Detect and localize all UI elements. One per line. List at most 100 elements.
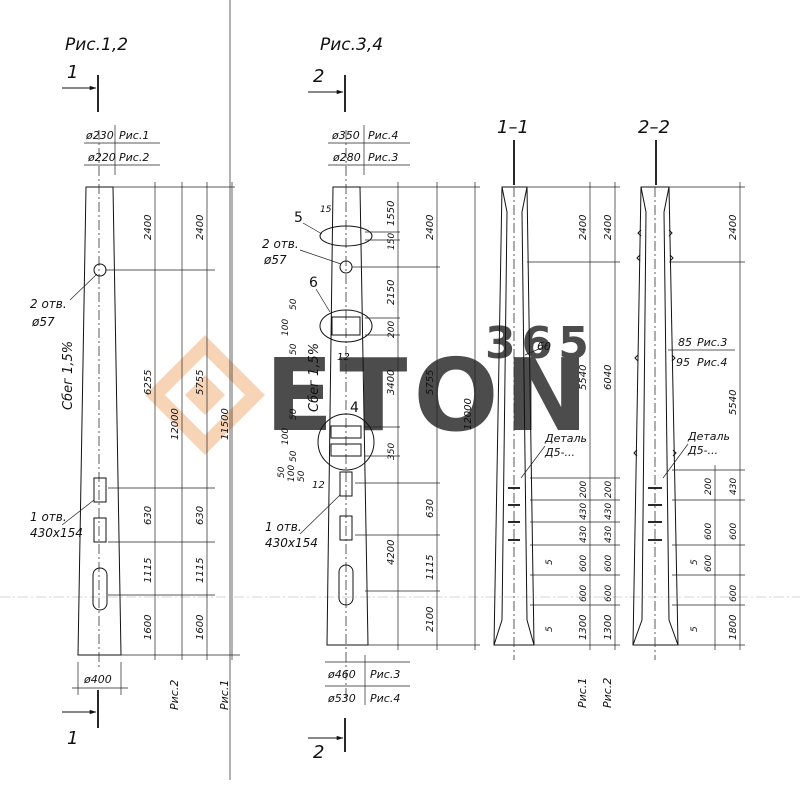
sec11-dim-col2-2: 200 <box>604 481 614 498</box>
sec22-dim-col1-5: 600 <box>704 555 714 572</box>
fig12-title: Рис.1,2 <box>65 35 128 55</box>
fig12-top-dim-2: ø220 <box>87 151 116 164</box>
fig12-slot-label-2: 430x154 <box>30 526 83 540</box>
fig12-dim-lines <box>105 182 240 660</box>
sec22-notches <box>633 229 677 457</box>
fig12-pole-outline <box>77 186 122 656</box>
sec11-dim-col2-7: 1300 <box>603 615 614 640</box>
sec22-dim-lines <box>669 182 745 650</box>
fig34-detail-5-ellipse <box>319 225 373 247</box>
sec11-bottom-chamfer-right <box>526 619 535 646</box>
fig12-dim-col3-2: 630 <box>195 506 206 525</box>
fig12-hole-label-1: 2 отв. <box>30 297 67 311</box>
fig34-detail-4-band-2 <box>330 443 362 457</box>
fig34-small-dim-2: 100 <box>281 319 291 336</box>
fig34-bottom-dim-2: ø530 <box>327 692 356 705</box>
fig34-dim-col1: 1550 150 2150 200 3400 350 630 4200 2100 <box>386 201 436 632</box>
fig12-hole-leader <box>69 273 98 301</box>
fig34-taper-label: Сбег 1,5% <box>307 343 322 412</box>
sec11-dim-col1-6: 600 <box>579 585 589 602</box>
fig34-small-dim-9: 100 <box>287 465 297 482</box>
sec22-rebar-marks <box>648 487 662 541</box>
fig34-hole-label-2: ø57 <box>263 253 287 267</box>
fig12-dim-col1-2: 630 <box>143 506 154 525</box>
fig34-small-dim-3: 50 <box>289 343 299 355</box>
fig34-small-dim-6: 100 <box>281 428 291 445</box>
fig12-bottom-dim: ø400 <box>83 673 112 686</box>
fig34-bottom-dim-1-ref: Рис.3 <box>370 668 400 681</box>
fig34-callout-5-leader <box>302 222 323 235</box>
sec22-detail-label-2: Д5-... <box>687 444 718 457</box>
sec11-rebar-marks <box>508 487 520 541</box>
fig34-dim-col1-8: 2100 <box>425 607 436 632</box>
fig34-slot-lower <box>339 515 353 541</box>
fig12-dim-col1-3: 1115 <box>143 558 154 583</box>
fig34-oval-slot <box>338 564 354 606</box>
sec11-dim-col1-2: 200 <box>579 481 589 498</box>
sec22-detail-leader <box>662 443 689 479</box>
sec11-bottom-chamfer-left <box>493 619 503 646</box>
fig12-dim-col2-0: 12000 <box>170 408 181 440</box>
fig34-title: Рис.3,4 <box>320 35 383 55</box>
fig12-slot-leader <box>61 499 95 526</box>
sec11-dim-col1-0: 2400 <box>578 215 589 240</box>
fig34-slot-label-1: 1 отв. <box>265 520 302 534</box>
fig34-small-dims: 15 50 100 50 12 50 100 50 50 100 50 12 <box>277 205 350 491</box>
sec11-inner-left <box>501 211 508 621</box>
fig12-dim-col3-1: 5755 <box>195 370 206 395</box>
sec11-inner-right <box>521 211 528 621</box>
fig12-slot-label-1: 1 отв. <box>30 510 67 524</box>
section-2-2: 2–2 85 Рис.3 95 Рис.4 Деталь Д5-... 5 <box>632 117 745 660</box>
sec11-dim-col2-1: 6040 <box>603 365 614 390</box>
fig34-detail-6-ellipse <box>319 309 373 343</box>
fig34-dim-col3-0: 12000 <box>463 398 474 430</box>
sec22-dim-col1-2: 200 <box>704 478 714 495</box>
fig34-small-dim-11: 12 <box>312 480 325 491</box>
sec11-dim-col2-5: 600 <box>604 555 614 572</box>
fig12-oval-slot <box>92 567 108 611</box>
fig12-top-dim-1-ref: Рис.1 <box>119 129 149 142</box>
sec11-wall-dim-leader <box>524 344 549 356</box>
watermark-number: 365 <box>485 318 595 369</box>
sec11-col-ref-1: Рис.2 <box>601 678 614 708</box>
fig12-hole-circle <box>93 263 107 277</box>
sec11-dim-col2: 2400 6040 200 430 430 600 600 1300 <box>603 215 614 640</box>
fig34-dim-col1-6: 630 <box>425 499 436 518</box>
sec11-detail-leader <box>520 445 546 479</box>
sec22-wall-dim-1-ref: Рис.3 <box>697 336 727 349</box>
fig12-dim-col3-3: 1115 <box>195 558 206 583</box>
fig12-section-mark-top: 1 <box>67 62 78 83</box>
fig34-dim-col2: 2400 5755 1115 <box>425 215 436 580</box>
fig12-dim-col4-0: 11500 <box>220 408 231 440</box>
fig34-dim-col1-5: 350 <box>387 443 397 460</box>
fig34-small-dim-1: 50 <box>289 298 299 310</box>
sec11-small-dim-0: 5 <box>545 559 555 565</box>
fig12-dim-col3-4: 1600 <box>195 615 206 640</box>
fig34-bottom-dim-2-ref: Рис.4 <box>370 692 400 705</box>
sec22-dim-col1-3: 430 <box>729 478 739 495</box>
fig34-callout-6: 6 <box>309 275 318 291</box>
sec11-detail-label-1: Деталь <box>544 432 587 445</box>
fig34-small-dim-10: 50 <box>297 470 307 482</box>
sec22-wall-dim-2-ref: Рис.4 <box>697 356 727 369</box>
section-1-1: 1–1 60 Деталь Д5-... 5 5 <box>493 117 620 708</box>
fig12-col-ref-0: Рис.2 <box>168 680 181 710</box>
fig34-detail-4-band-1 <box>330 425 362 439</box>
sec11-dim-lines <box>527 182 620 650</box>
sec22-dim-col1-1: 5540 <box>728 390 739 415</box>
sec22-small-dim-0: 5 <box>690 559 700 565</box>
fig12-hole-label-2: ø57 <box>31 315 55 329</box>
sec22-bottom-chamfer-right <box>668 619 679 646</box>
sec11-top-chamfer-left <box>501 186 508 213</box>
figure-1-2: Рис.1,2 1 1 ø230 Рис.1 ø220 Рис.2 2 отв.… <box>30 35 240 749</box>
sec22-inner-right <box>663 211 670 621</box>
fig34-callout-5: 5 <box>294 210 303 226</box>
sec22-detail-label-1: Деталь <box>687 430 730 443</box>
fig34-dim-col1-4: 3400 <box>386 370 397 395</box>
fig34-small-dim-0: 15 <box>320 205 332 215</box>
fig34-dim-col1-7: 4200 <box>386 540 397 565</box>
sec22-dim-col1-5b: 600 <box>729 585 739 602</box>
sec22-wall-dim-2: 95 <box>676 356 690 369</box>
fig34-dim-col1-3: 200 <box>387 321 397 338</box>
fig34-slot-label-2: 430x154 <box>265 536 318 550</box>
